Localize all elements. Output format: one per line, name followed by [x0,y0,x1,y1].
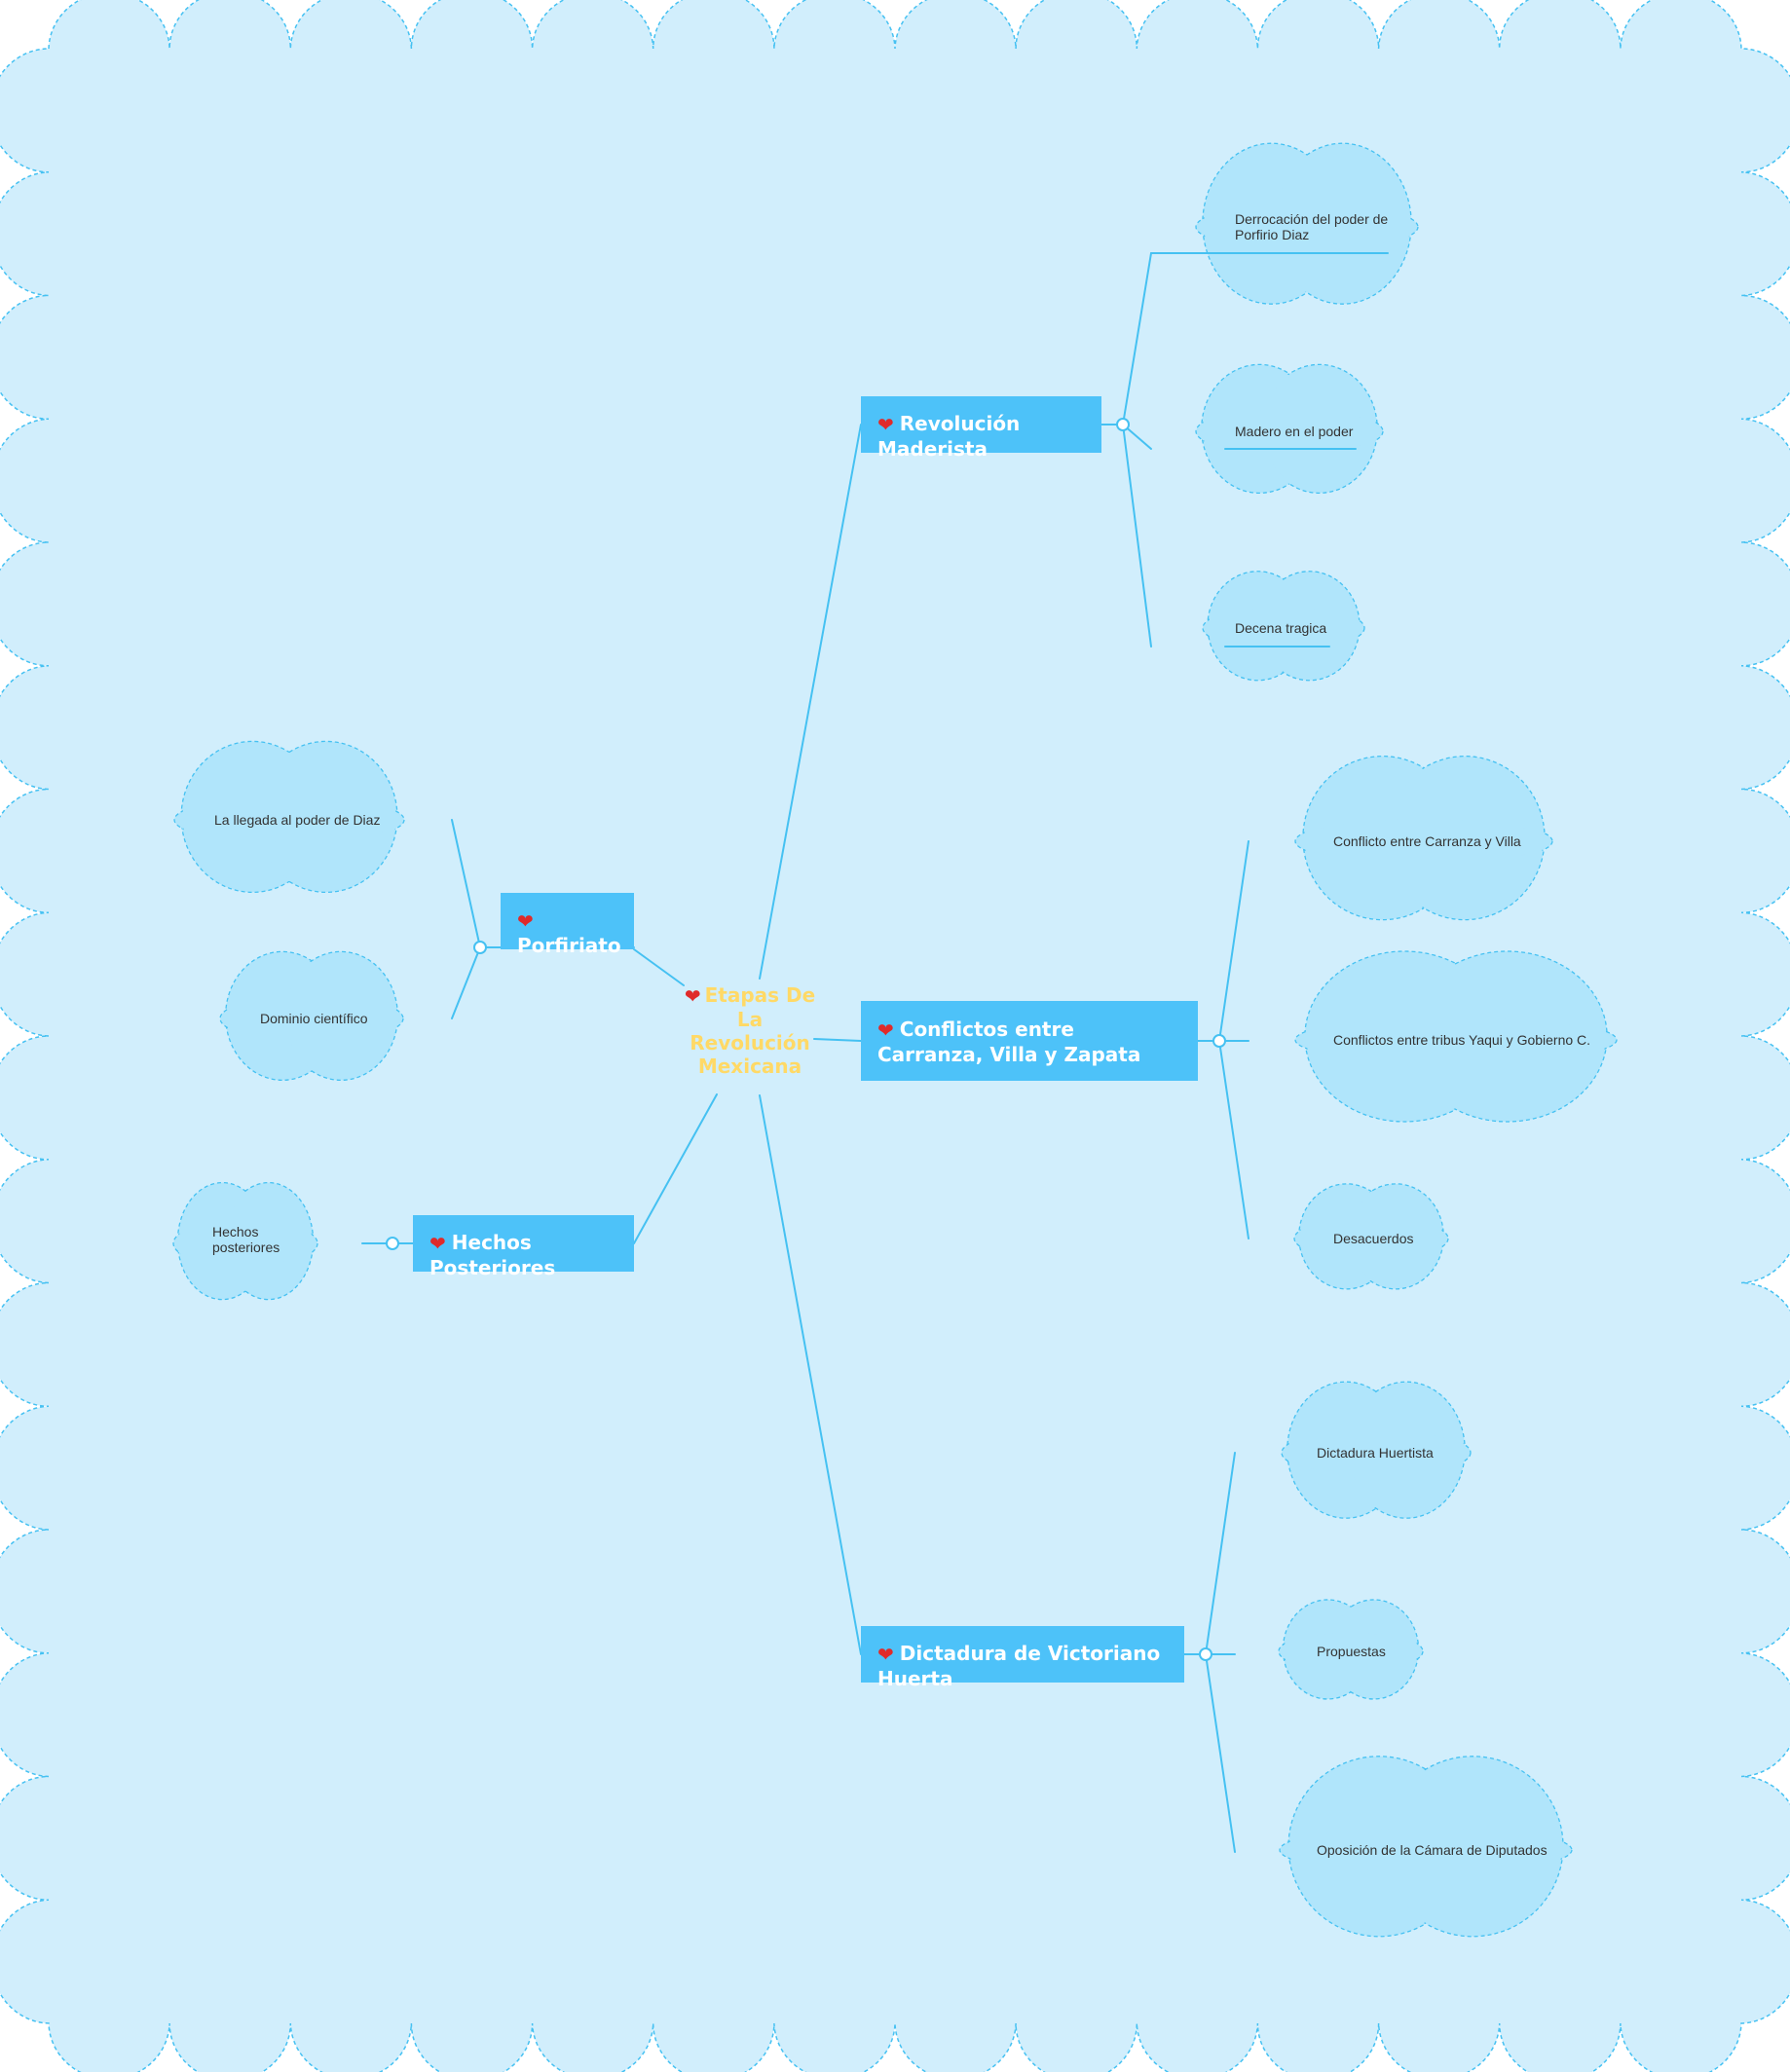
leaf-cloud-tribus [1294,950,1618,1123]
root-label: Etapas De La Revolución Mexicana [690,983,816,1078]
branch-conflictos-carranza-villa-zapata[interactable]: ❤Conflictos entre Carranza, Villa y Zapa… [861,1001,1198,1081]
leaf-cloud-huertista [1281,1381,1472,1519]
leaf-desacuerdos[interactable]: Desacuerdos [1333,1231,1414,1246]
leaf-label: Propuestas [1317,1644,1386,1659]
leaf-llegada-poder-diaz[interactable]: La llegada al poder de Diaz [214,812,380,828]
heart-icon: ❤ [877,1643,894,1666]
leaf-cloud-oposicion [1279,1756,1573,1938]
connector-root-porfiriato [633,948,685,986]
connector-huerta-oposicion [1205,1653,1236,1853]
leaf-cloud-conflicto-cv [1294,755,1553,921]
collapse-knob-maderista [1116,418,1130,431]
leaf-madero-en-el-poder[interactable]: Madero en el poder [1235,424,1353,439]
leaf-label: La llegada al poder de Diaz [214,812,381,828]
leaf-oposicion-camara-diputados[interactable]: Oposición de la Cámara de Diputados [1317,1842,1548,1858]
leaf-label: Hechos posteriores [212,1224,280,1255]
branch-label: Dictadura de Victoriano Huerta [877,1642,1161,1690]
branch-porfiriato[interactable]: ❤Porfiriato [501,893,634,957]
collapse-knob-huerta [1199,1647,1212,1661]
leaf-dominio-cientifico[interactable]: Dominio científico [260,1011,368,1026]
connector-root-hechos [633,1093,718,1244]
branch-label: Conflictos entre Carranza, Villa y Zapat… [877,1018,1141,1066]
heart-icon: ❤ [517,909,534,933]
branch-label: Hechos Posteriores [429,1231,556,1279]
heart-icon: ❤ [877,413,894,436]
collapse-knob-conflictos [1212,1034,1226,1048]
connector-huerta-dictadura [1205,1452,1236,1655]
leaf-dictadura-huertista[interactable]: Dictadura Huertista [1317,1445,1434,1461]
collapse-knob-hechos [386,1237,399,1250]
connector-root-huerta [759,1094,862,1655]
leaf-label: Oposición de la Cámara de Diputados [1317,1842,1548,1858]
leaf-cloud-decena [1202,571,1365,682]
leaf-cloud-dominio [219,950,404,1082]
leaf-conflicto-carranza-villa[interactable]: Conflicto entre Carranza y Villa [1333,833,1521,849]
branch-hechos-posteriores[interactable]: ❤Hechos Posteriores [413,1215,634,1279]
leaf-label: Dictadura Huertista [1317,1445,1434,1461]
leaf-label: Madero en el poder [1235,424,1354,439]
heart-icon: ❤ [877,1018,894,1042]
collapse-knob-porfiriato [473,941,487,954]
leaf-cloud-derrocacion [1195,142,1419,305]
connector-maderista-decena [1122,424,1152,648]
connector-root-conflictos [813,1038,862,1042]
leaf-label: Conflicto entre Carranza y Villa [1333,833,1521,849]
leaf-cloud-desacuerdos [1293,1183,1449,1290]
leaf-cloud-hechos [172,1181,318,1301]
leaf-conflictos-tribus-yaqui[interactable]: Conflictos entre tribus Yaqui y Gobierno… [1333,1032,1590,1048]
heart-icon: ❤ [429,1232,446,1255]
connector-porfiriato-llegada [451,819,481,948]
connector-conflictos-cv [1218,840,1249,1042]
branch-label: Revolución Maderista [877,412,1021,461]
leaf-label: Dominio científico [260,1011,368,1026]
leaf-label: Derrocación del poder de Porfirio Diaz [1235,211,1389,242]
leaf-label: Desacuerdos [1333,1231,1414,1246]
root-topic[interactable]: ❤Etapas De La Revolución Mexicana [682,983,818,1078]
leaf-label: Decena tragica [1235,620,1327,636]
leaf-label: Conflictos entre tribus Yaqui y Gobierno… [1333,1032,1591,1048]
leaf-derrocacion-poder-porfirio-diaz[interactable]: Derrocación del poder de Porfirio Diaz [1235,211,1396,242]
connector-porfiriato-dominio [451,946,481,1019]
connector-maderista-derrocacion [1122,252,1152,426]
connector-root-maderista [759,424,862,980]
connector-conflictos-desacuerdos [1218,1040,1249,1240]
leaf-cloud-madero [1195,363,1384,495]
branch-label: Porfiriato [517,934,621,957]
heart-icon: ❤ [684,984,701,1008]
leaf-cloud-propuestas [1278,1599,1424,1700]
leaf-propuestas[interactable]: Propuestas [1317,1644,1386,1659]
leaf-decena-tragica[interactable]: Decena tragica [1235,620,1326,636]
leaf-hechos-posteriores[interactable]: Hechos posteriores [212,1224,290,1255]
branch-dictadura-victoriano-huerta[interactable]: ❤Dictadura de Victoriano Huerta [861,1626,1184,1690]
branch-revolucion-maderista[interactable]: ❤Revolución Maderista [861,396,1101,461]
leaf-cloud-llegada [173,740,405,894]
